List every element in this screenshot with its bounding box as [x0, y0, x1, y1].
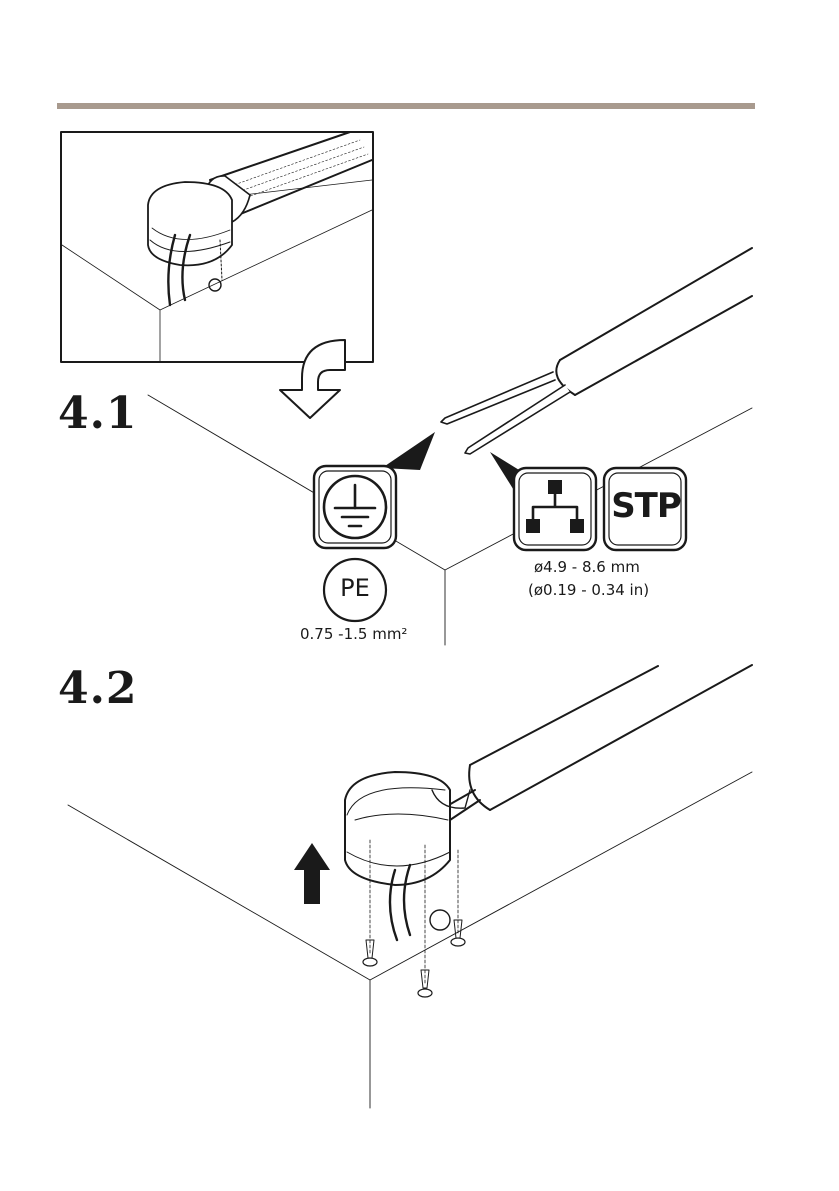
- earth-wire-size: 0.75 -1.5 mm²: [300, 627, 407, 642]
- step-number-4-1: 4.1: [58, 392, 138, 436]
- protective-earth-icon: [314, 466, 396, 548]
- stp-label: STP: [606, 486, 686, 526]
- cable-diameter-in: (ø0.19 - 0.34 in): [528, 583, 649, 598]
- down-arrow-icon: [280, 340, 345, 418]
- step-number-4-2: 4.2: [58, 667, 138, 711]
- network-cable-drawing: [441, 248, 752, 454]
- cable-diameter-mm: ø4.9 - 8.6 mm: [534, 560, 640, 575]
- junction-box-drawing: [345, 772, 470, 997]
- up-arrow-icon: [294, 843, 330, 904]
- cable-42: [432, 665, 752, 840]
- pe-badge-label: PE: [324, 574, 386, 602]
- inset-detail-frame: [61, 132, 373, 362]
- network-lan-icon: [514, 468, 596, 550]
- earth-pointer: [382, 432, 435, 470]
